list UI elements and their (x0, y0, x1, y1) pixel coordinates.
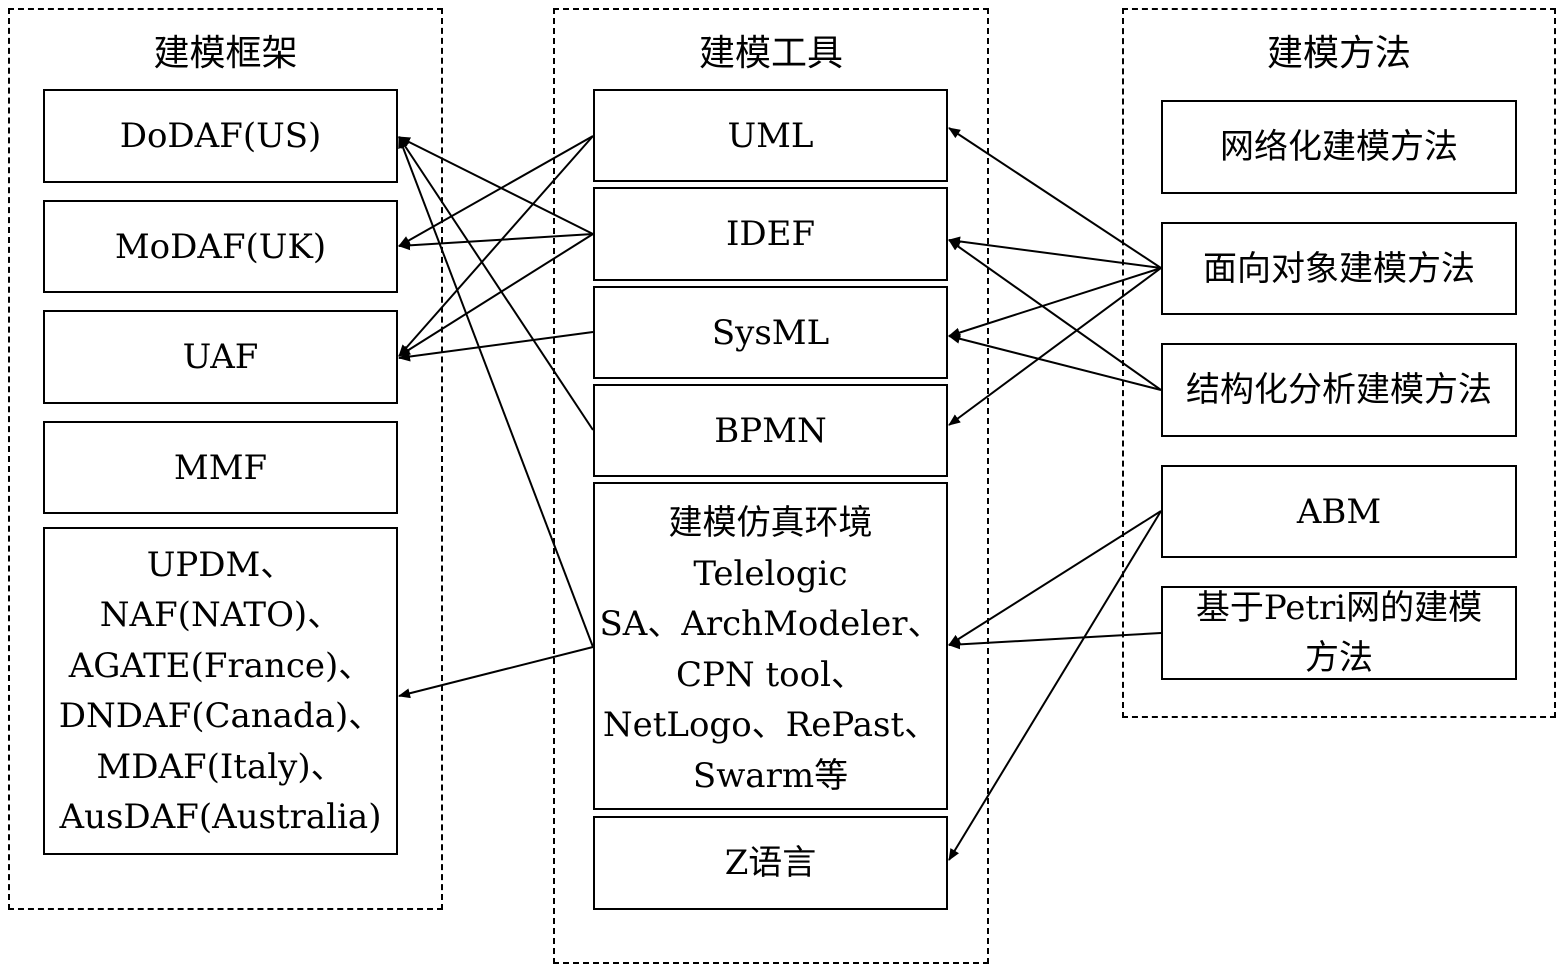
tool-idef: IDEF (593, 187, 948, 281)
framework-modaf: MoDAF(UK) (43, 200, 398, 293)
tools-title: 建模工具 (698, 33, 843, 74)
framework-mmf: MMF (43, 421, 398, 514)
tool-simulation-env: 建模仿真环境 Telelogic SA、ArchModeler、 CPN too… (593, 482, 948, 810)
methods-title: 建模方法 (1266, 33, 1411, 74)
method-structured-analysis: 结构化分析建模方法 (1161, 343, 1517, 437)
tool-sysml: SysML (593, 286, 948, 379)
method-abm: ABM (1161, 465, 1517, 558)
method-petri-net: 基于Petri网的建模 方法 (1161, 586, 1517, 680)
frameworks-title: 建模框架 (153, 33, 298, 74)
tool-uml: UML (593, 89, 948, 182)
framework-uaf: UAF (43, 310, 398, 404)
method-object-oriented: 面向对象建模方法 (1161, 222, 1517, 315)
method-network: 网络化建模方法 (1161, 100, 1517, 194)
framework-others: UPDM、 NAF(NATO)、 AGATE(France)、 DNDAF(Ca… (43, 527, 398, 855)
framework-dodaf: DoDAF(US) (43, 89, 398, 183)
tool-z-language: Z语言 (593, 816, 948, 910)
tool-bpmn: BPMN (593, 384, 948, 477)
